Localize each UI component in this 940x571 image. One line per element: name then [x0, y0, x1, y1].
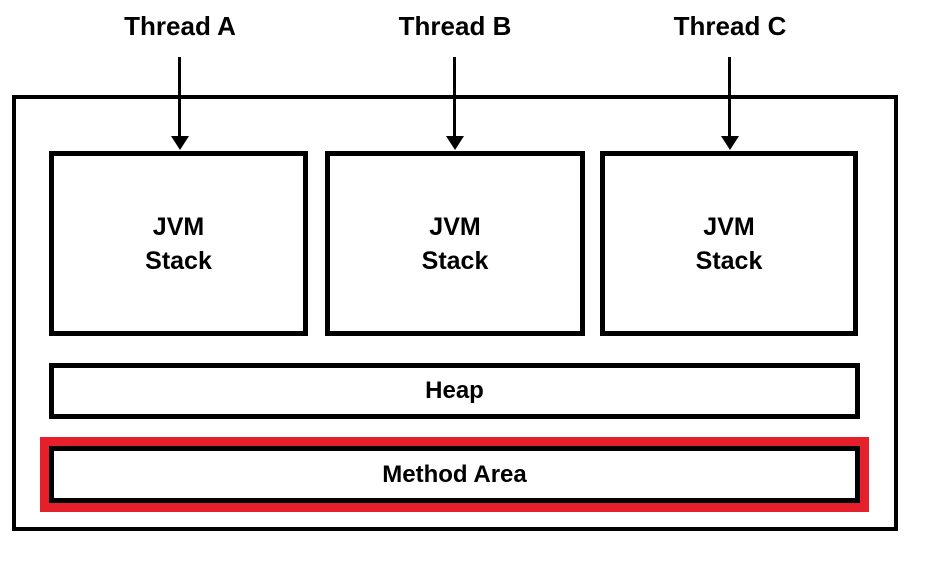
method-area-box: Method Area: [49, 446, 860, 503]
heap-box: Heap: [49, 363, 860, 419]
thread-c-arrow-head-icon: [721, 136, 739, 150]
thread-b-arrow-line: [453, 57, 456, 137]
jvm-stack-3-label: JVM Stack: [695, 212, 763, 275]
jvm-stack-box-3: JVM Stack: [600, 151, 858, 336]
thread-b-label: Thread B: [398, 11, 512, 41]
thread-c-arrow-line: [728, 57, 731, 137]
jvm-stack-box-1: JVM Stack: [49, 151, 308, 336]
method-area-highlight-frame: Method Area: [40, 437, 869, 512]
thread-a-arrow-head-icon: [171, 136, 189, 150]
heap-label: Heap: [425, 377, 484, 404]
thread-b-arrow-head-icon: [446, 136, 464, 150]
thread-a-arrow-line: [178, 57, 181, 137]
method-area-label: Method Area: [382, 460, 527, 488]
jvm-stack-1-label: JVM Stack: [145, 212, 212, 275]
jvm-stack-2-label: JVM Stack: [421, 212, 489, 275]
thread-c-label: Thread C: [673, 11, 787, 41]
thread-a-label: Thread A: [124, 11, 236, 41]
jvm-stack-box-2: JVM Stack: [325, 151, 585, 336]
